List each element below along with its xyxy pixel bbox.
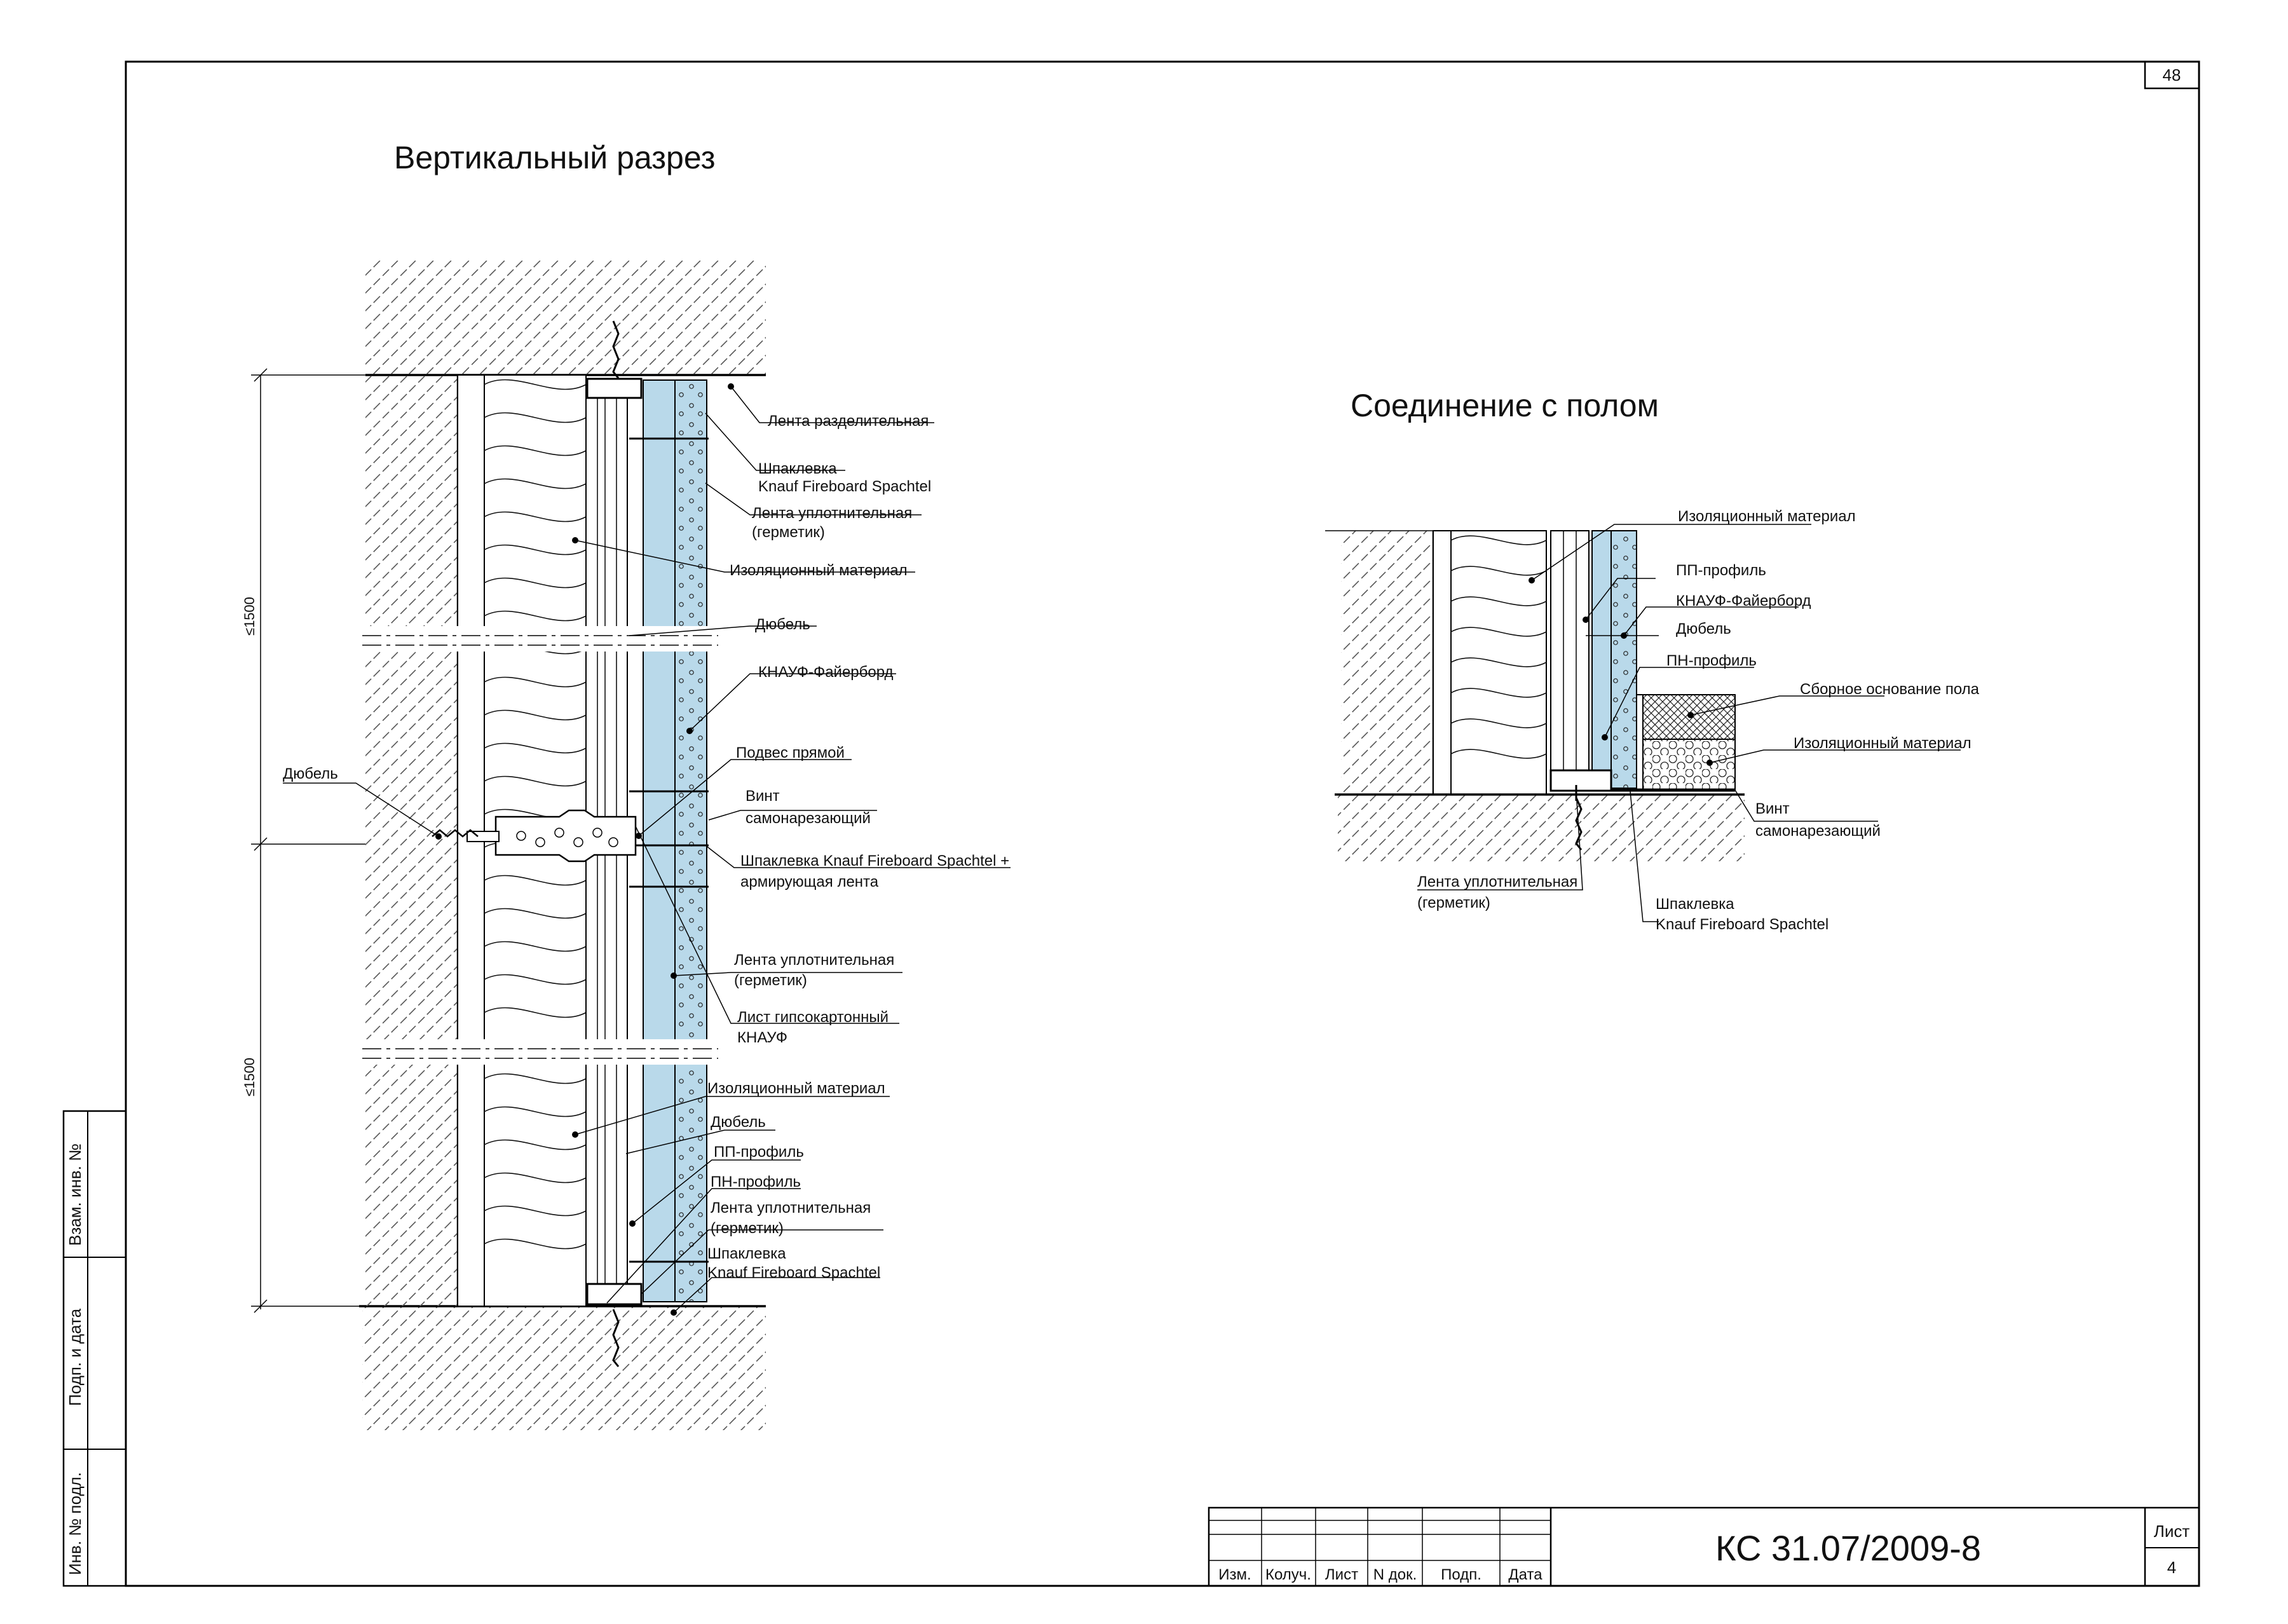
label-left-dowel: Дюбель [283,765,338,782]
label-self-tapping: самонарезающий [746,810,871,827]
label-sealant: (герметик) [752,524,825,541]
floor-leader-dots [1529,577,1713,766]
floor-label-insulation: Изоляционный материал [1678,508,1856,525]
floor-label-sealing-tape: Лента уплотнительная [1417,873,1577,890]
label-pn-profile: ПН-профиль [711,1173,801,1191]
label-dowel: Дюбель [755,616,810,633]
floor-label-putty-brand: Knauf Fireboard Spachtel [1656,916,1828,933]
label-putty-tape: Шпаклевка Knauf Fireboard Spachtel + [740,852,1009,870]
dim-upper: ≤1500 [242,597,257,636]
dim-lower: ≤1500 [242,1058,257,1096]
label-putty-3: Шпаклевка [707,1245,786,1262]
label-sealing-tape-3: Лента уплотнительная [711,1199,871,1217]
break-gaps [362,626,782,1065]
tb-podp: Подп. [1441,1566,1481,1583]
label-sealant-2: (герметик) [734,972,807,989]
label-gypsum-sheet: Лист гипсокартонный [737,1009,889,1026]
tb-list-label: Лист [2154,1522,2190,1541]
title-block: Изм. Колуч. Лист N док. Подп. Дата КС 31… [1208,1506,2200,1587]
floor-label-pp-profile: ПП-профиль [1676,562,1766,579]
screws [629,437,709,1263]
vertical-labels: Лента разделительная Шпаклевка Knauf Fir… [283,413,1009,1281]
wall-dowel [432,829,500,842]
tb-ndok: N док. [1373,1566,1417,1583]
sheet-number-top: 48 [2163,65,2181,85]
floor-label-insulation-2: Изоляционный материал [1794,735,1971,752]
floor-label-self-tapping: самонарезающий [1755,822,1881,840]
floor-connection-drawing [1325,530,1745,861]
side-stamp: Взам. инв. № Подп. и дата Инв. № подл. [62,1110,127,1587]
tb-list-number: 4 [2167,1558,2176,1577]
label-reinforcing-tape: армирующая лента [740,873,879,890]
label-sealing-tape: Лента уплотнительная [752,505,912,522]
tb-data: Дата [1508,1566,1542,1583]
vertical-leader-dots [435,383,734,1316]
stamp-inv: Инв. № подл. [65,1472,85,1575]
label-dowel-2: Дюбель [711,1114,766,1131]
insulation-waves [484,379,587,1250]
tb-izm: Изм. [1218,1566,1251,1583]
label-knauf: КНАУФ [737,1029,787,1046]
label-pp-profile: ПП-профиль [714,1143,804,1161]
label-insulation: Изоляционный материал [730,562,908,579]
label-insulation-2: Изоляционный материал [707,1080,885,1097]
label-fireboard: КНАУФ-Файерборд [758,664,894,681]
label-putty-brand: Knauf Fireboard Spachtel [758,478,931,495]
label-sealant-3: (герметик) [711,1220,784,1237]
floor-label-pn-profile: ПН-профиль [1666,652,1757,669]
dimension-line [251,368,365,1313]
floor-label-screw: Винт [1755,800,1790,817]
stamp-vzam: Взам. инв. № [65,1143,85,1246]
label-sealing-tape-2: Лента уплотнительная [734,952,894,969]
tb-koluch: Колуч. [1265,1566,1311,1583]
label-putty: Шпаклевка [758,460,837,477]
drawing-code: КС 31.07/2009-8 [1715,1528,1981,1568]
floor-label-fireboard: КНАУФ-Файерборд [1676,592,1811,610]
vertical-section-drawing: ≤1500 ≤1500 [242,261,782,1430]
label-separation-tape: Лента разделительная [768,413,929,430]
floor-labels: Изоляционный материал ПП-профиль КНАУФ-Ф… [1417,508,1980,933]
stamp-podp: Подп. и дата [65,1308,85,1406]
floor-insulation-waves [1450,535,1547,759]
label-screw: Винт [746,788,780,805]
floor-label-sealant: (герметик) [1417,894,1490,911]
sheet-frame: 48 [125,60,2200,1587]
label-putty-brand-3: Knauf Fireboard Spachtel [707,1264,880,1281]
floor-label-putty: Шпаклевка [1656,896,1734,913]
floor-label-floor-base: Сборное основание пола [1800,681,1980,698]
floor-label-dowel: Дюбель [1676,620,1731,638]
vertical-leaders [283,386,1011,1313]
title-floor-connection: Соединение с полом [1351,388,1659,423]
label-direct-hanger: Подвес прямой [736,744,845,761]
tb-list: Лист [1325,1566,1358,1583]
title-vertical-section: Вертикальный разрез [394,140,716,175]
